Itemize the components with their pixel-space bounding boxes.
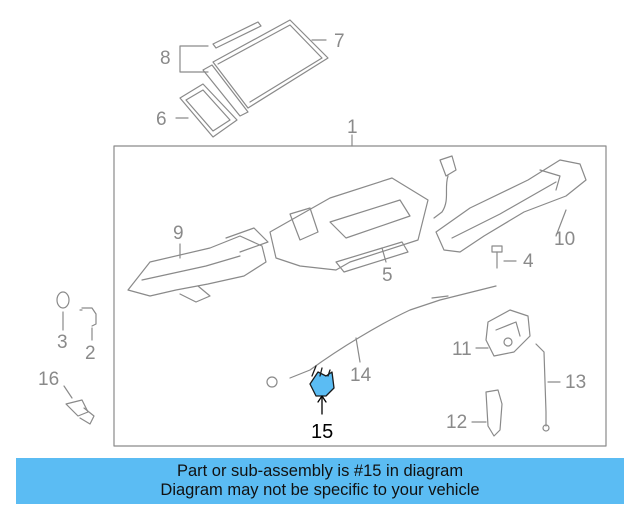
callout-7: 7 [334,31,345,52]
part-14-shape [266,285,497,388]
callout-3: 3 [57,332,68,353]
callout-15: 15 [311,421,334,443]
part-12-shape [471,389,503,437]
sensor-shape [433,155,457,219]
info-banner: Part or sub-assembly is #15 in diagram D… [16,458,624,504]
part-15-highlight [309,365,335,415]
callout-2: 2 [85,343,96,364]
part-3-shape [56,291,70,331]
callout-11: 11 [452,339,472,360]
part-6-shape [175,83,238,138]
callout-1: 1 [347,117,358,138]
part-8-shape [179,21,262,117]
callout-12: 12 [446,412,468,433]
callout-16: 16 [38,369,60,390]
callout-10: 10 [554,229,576,250]
part-7-shape [212,19,329,109]
part-13-shape [535,343,561,432]
callout-5: 5 [382,265,393,286]
callout-9: 9 [173,223,184,244]
callout-6: 6 [156,109,167,130]
part-5-shape [269,177,429,273]
callout-8: 8 [160,48,171,69]
callout-4: 4 [523,251,534,272]
part-4-shape [491,245,517,269]
banner-line-1: Part or sub-assembly is #15 in diagram [176,462,464,480]
banner-line-2: Diagram may not be specific to your vehi… [160,481,480,499]
callout-14: 14 [350,365,372,386]
part-11-shape [475,309,531,357]
assembly-box [113,145,607,447]
part-9-shape [127,227,269,303]
part-10-shape [435,159,587,253]
callout-13: 13 [565,372,587,393]
part-16-shape [63,385,95,425]
part-2-shape [79,307,97,341]
